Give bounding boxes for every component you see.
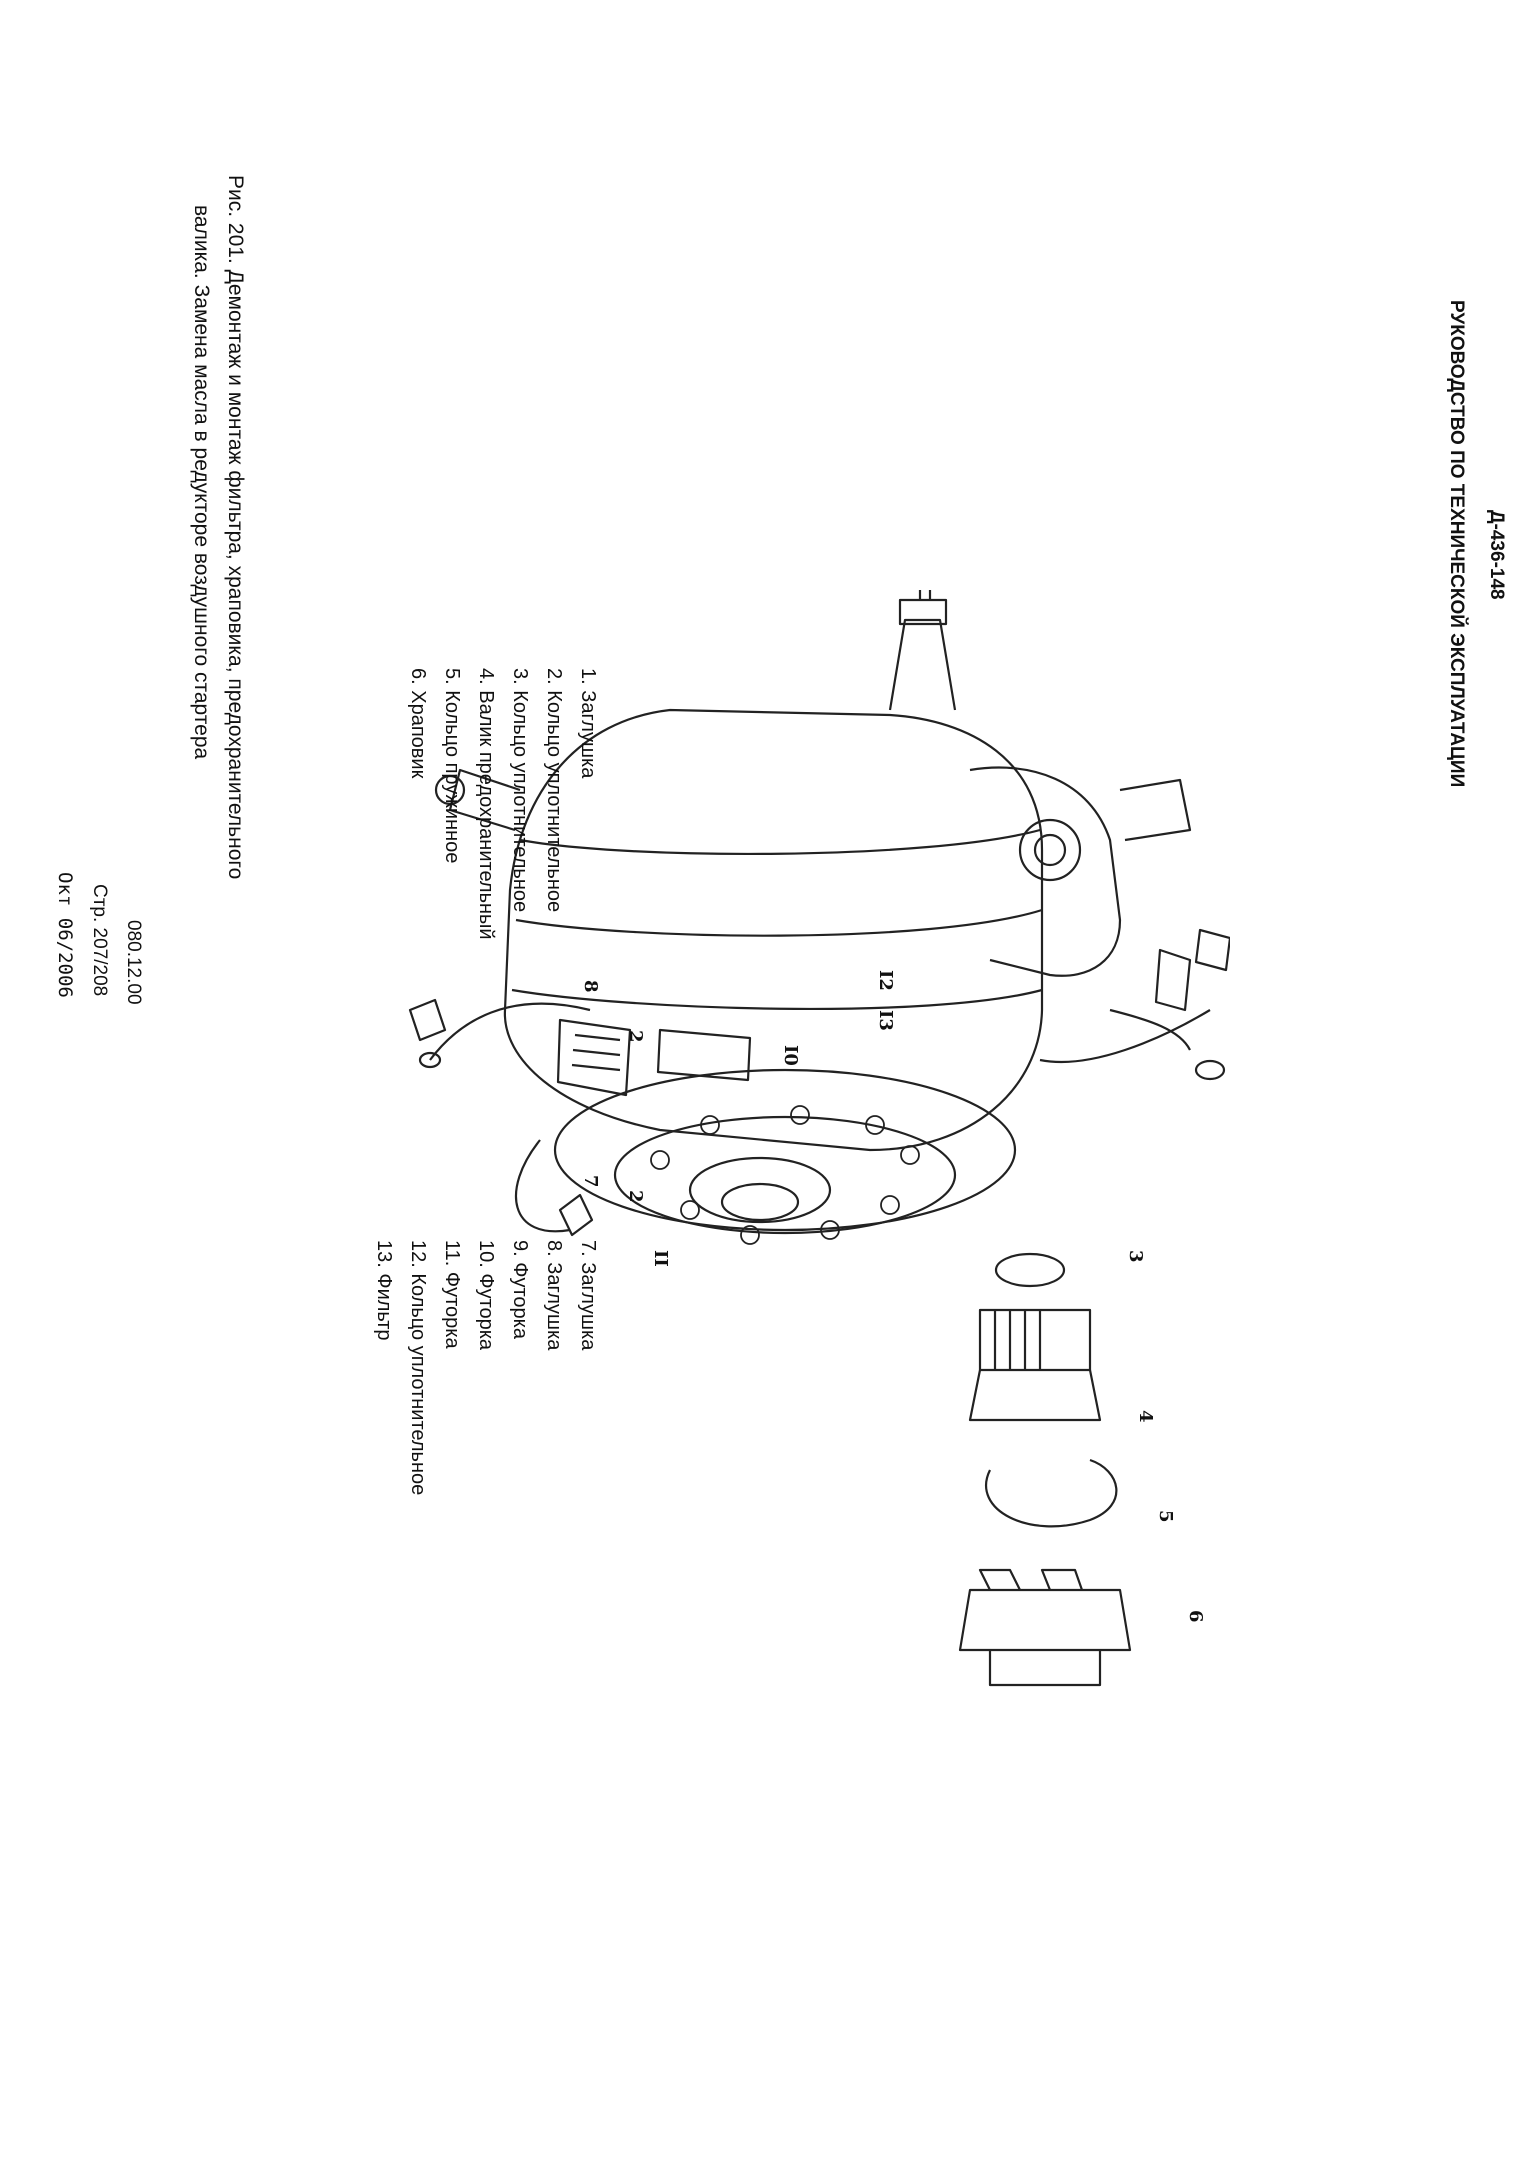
solenoid-block bbox=[969, 766, 1122, 977]
callout-11: II bbox=[650, 1250, 671, 1267]
plug-part-1 bbox=[1194, 928, 1230, 972]
parts-legend-right: 7. Заглушка 8. Заглушка 9. Футорка 10. Ф… bbox=[367, 1240, 605, 1495]
callout-13: I3 bbox=[875, 1010, 896, 1031]
plug-part-8 bbox=[408, 998, 447, 1042]
parts-legend-left: 1. Заглушка 2. Кольцо уплотнительное 3. … bbox=[401, 668, 605, 940]
front-flange bbox=[553, 1068, 1017, 1232]
callout-12: I2 bbox=[875, 970, 896, 991]
callout-3: 3 bbox=[1125, 1250, 1146, 1263]
legend-item: 13. Фильтр bbox=[373, 1240, 395, 1341]
callout-6: 6 bbox=[1185, 1610, 1206, 1623]
legend-item: 7. Заглушка bbox=[577, 1240, 599, 1351]
document-code: Д-436-148 bbox=[1486, 510, 1507, 600]
legend-item: 1. Заглушка bbox=[577, 668, 599, 779]
plug-part-7 bbox=[558, 1193, 594, 1237]
vent-window bbox=[556, 1018, 632, 1097]
output-shaft-hub bbox=[688, 1156, 832, 1224]
safety-shaft-part-4 bbox=[978, 1308, 1092, 1372]
callout-2-lower: 2 bbox=[625, 1190, 646, 1203]
caption-line-1: Рис. 201. Демонтаж и монтаж фильтра, хра… bbox=[224, 175, 247, 880]
legend-item: 11. Футорка bbox=[441, 1240, 463, 1349]
side-fitting bbox=[448, 768, 521, 832]
legend-item: 8. Заглушка bbox=[543, 1240, 565, 1351]
legend-item: 5. Кольцо пружинное bbox=[441, 668, 463, 864]
starter-exploded-view-figure: I 2 3 4 5 6 7 2 II 2 8 I0 I2 I3 bbox=[408, 590, 1230, 1687]
revision-date: Окт 06/2006 bbox=[54, 872, 76, 998]
callout-2-left: 2 bbox=[625, 1030, 646, 1043]
legend-item: 4. Валик предохранительный bbox=[475, 668, 497, 940]
actuator-cylinder bbox=[888, 618, 957, 711]
flange-inner-ring bbox=[613, 1115, 957, 1235]
seal-ring-part-3 bbox=[994, 1252, 1066, 1288]
legend-item: 3. Кольцо уплотнительное bbox=[509, 668, 531, 913]
page-footer: 080.12.00 Стр. 207/208 Окт 06/2006 bbox=[48, 872, 150, 1005]
callout-7: 7 bbox=[580, 1175, 601, 1188]
ratchet-part-6 bbox=[958, 1588, 1132, 1652]
figure-caption: Рис. 201. Демонтаж и монтаж фильтра, хра… bbox=[184, 175, 252, 879]
section-number: 080.12.00 bbox=[123, 920, 144, 1005]
filter-part-13 bbox=[1154, 948, 1192, 1012]
manual-title: РУКОВОДСТВО ПО ТЕХНИЧЕСКОЙ ЭКСПЛУАТАЦИИ bbox=[1446, 300, 1467, 788]
callout-5: 5 bbox=[1155, 1510, 1176, 1523]
callout-4: 4 bbox=[1135, 1410, 1156, 1423]
spring-ring-part-5 bbox=[984, 1458, 1118, 1528]
callout-10: I0 bbox=[780, 1045, 801, 1066]
legend-item: 2. Кольцо уплотнительное bbox=[543, 668, 565, 913]
caption-line-2: валика. Замена масла в редукторе воздушн… bbox=[190, 205, 213, 760]
legend-item: 12. Кольцо уплотнительное bbox=[407, 1240, 429, 1496]
housing-body bbox=[503, 708, 1044, 1152]
callout-8: 8 bbox=[580, 980, 601, 993]
legend-item: 9. Футорка bbox=[509, 1240, 531, 1339]
page-number: Стр. 207/208 bbox=[89, 884, 110, 997]
legend-item: 6. Храповик bbox=[407, 668, 429, 779]
legend-item: 10. Футорка bbox=[475, 1240, 497, 1351]
